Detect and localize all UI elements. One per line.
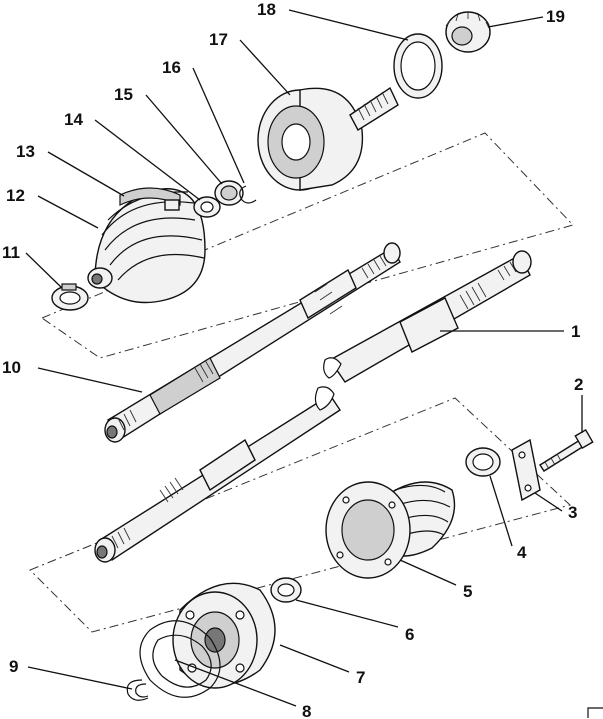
bracket-3 [511,438,541,502]
nut-19 [445,11,491,53]
leader-19 [487,16,544,28]
callout-1: 1 [571,322,580,341]
leader-4 [489,475,513,547]
lower-assembly-boundary [29,397,572,633]
leader-16 [192,67,245,184]
leader-8 [174,659,297,707]
callout-16: 16 [162,58,181,77]
callout-4: 4 [517,543,527,562]
leader-3 [534,492,563,512]
leader-15 [145,94,223,185]
callout-14: 14 [64,110,83,129]
circlip-9 [126,679,149,701]
callout-11: 11 [2,243,20,262]
callout-6: 6 [405,625,414,644]
callout-3: 3 [568,503,577,522]
bolt-2 [539,428,594,472]
leader-12 [37,195,99,229]
clamp-11 [51,283,89,311]
callout-numbers: 1 2 3 4 5 6 7 8 9 10 11 12 13 14 15 16 1… [2,0,583,719]
lower-shaft [94,386,341,563]
callout-10: 10 [2,358,21,377]
clamp-4 [465,447,501,477]
inner-boot-5 [325,481,456,579]
callout-17: 17 [209,30,228,49]
callout-12: 12 [6,186,25,205]
callout-19: 19 [546,7,565,26]
circlip-16 [239,185,257,204]
leader-14 [94,119,201,201]
callout-13: 13 [16,142,35,161]
boot-12 [87,188,206,304]
callout-2: 2 [574,375,583,394]
leader-9 [27,666,133,690]
leader-7 [279,644,350,673]
upper-assembly-boundary [40,132,574,359]
gasket-8 [139,620,221,698]
washer-6 [270,577,302,603]
leader-lines [25,9,583,707]
outer-cv-joint-17 [257,86,399,191]
callout-8: 8 [302,702,311,719]
leader-5 [399,559,457,586]
boot-clamp-13 [119,187,181,211]
shaft-10 [104,242,401,443]
callout-5: 5 [463,582,472,601]
leader-10 [37,367,143,393]
shaft-1 [323,250,532,383]
leader-11 [25,252,63,289]
inner-cv-joint-7 [172,582,276,689]
callout-15: 15 [114,85,133,104]
callout-7: 7 [356,668,365,687]
callout-18: 18 [257,0,276,19]
washer-14 [193,196,221,218]
spacer-15 [214,180,244,206]
leader-13 [47,151,125,197]
leader-6 [295,599,399,628]
callout-9: 9 [9,657,18,676]
ring-18 [393,33,443,99]
leader-18 [288,9,409,41]
corner-mark [587,707,603,718]
leader-17 [239,39,291,96]
